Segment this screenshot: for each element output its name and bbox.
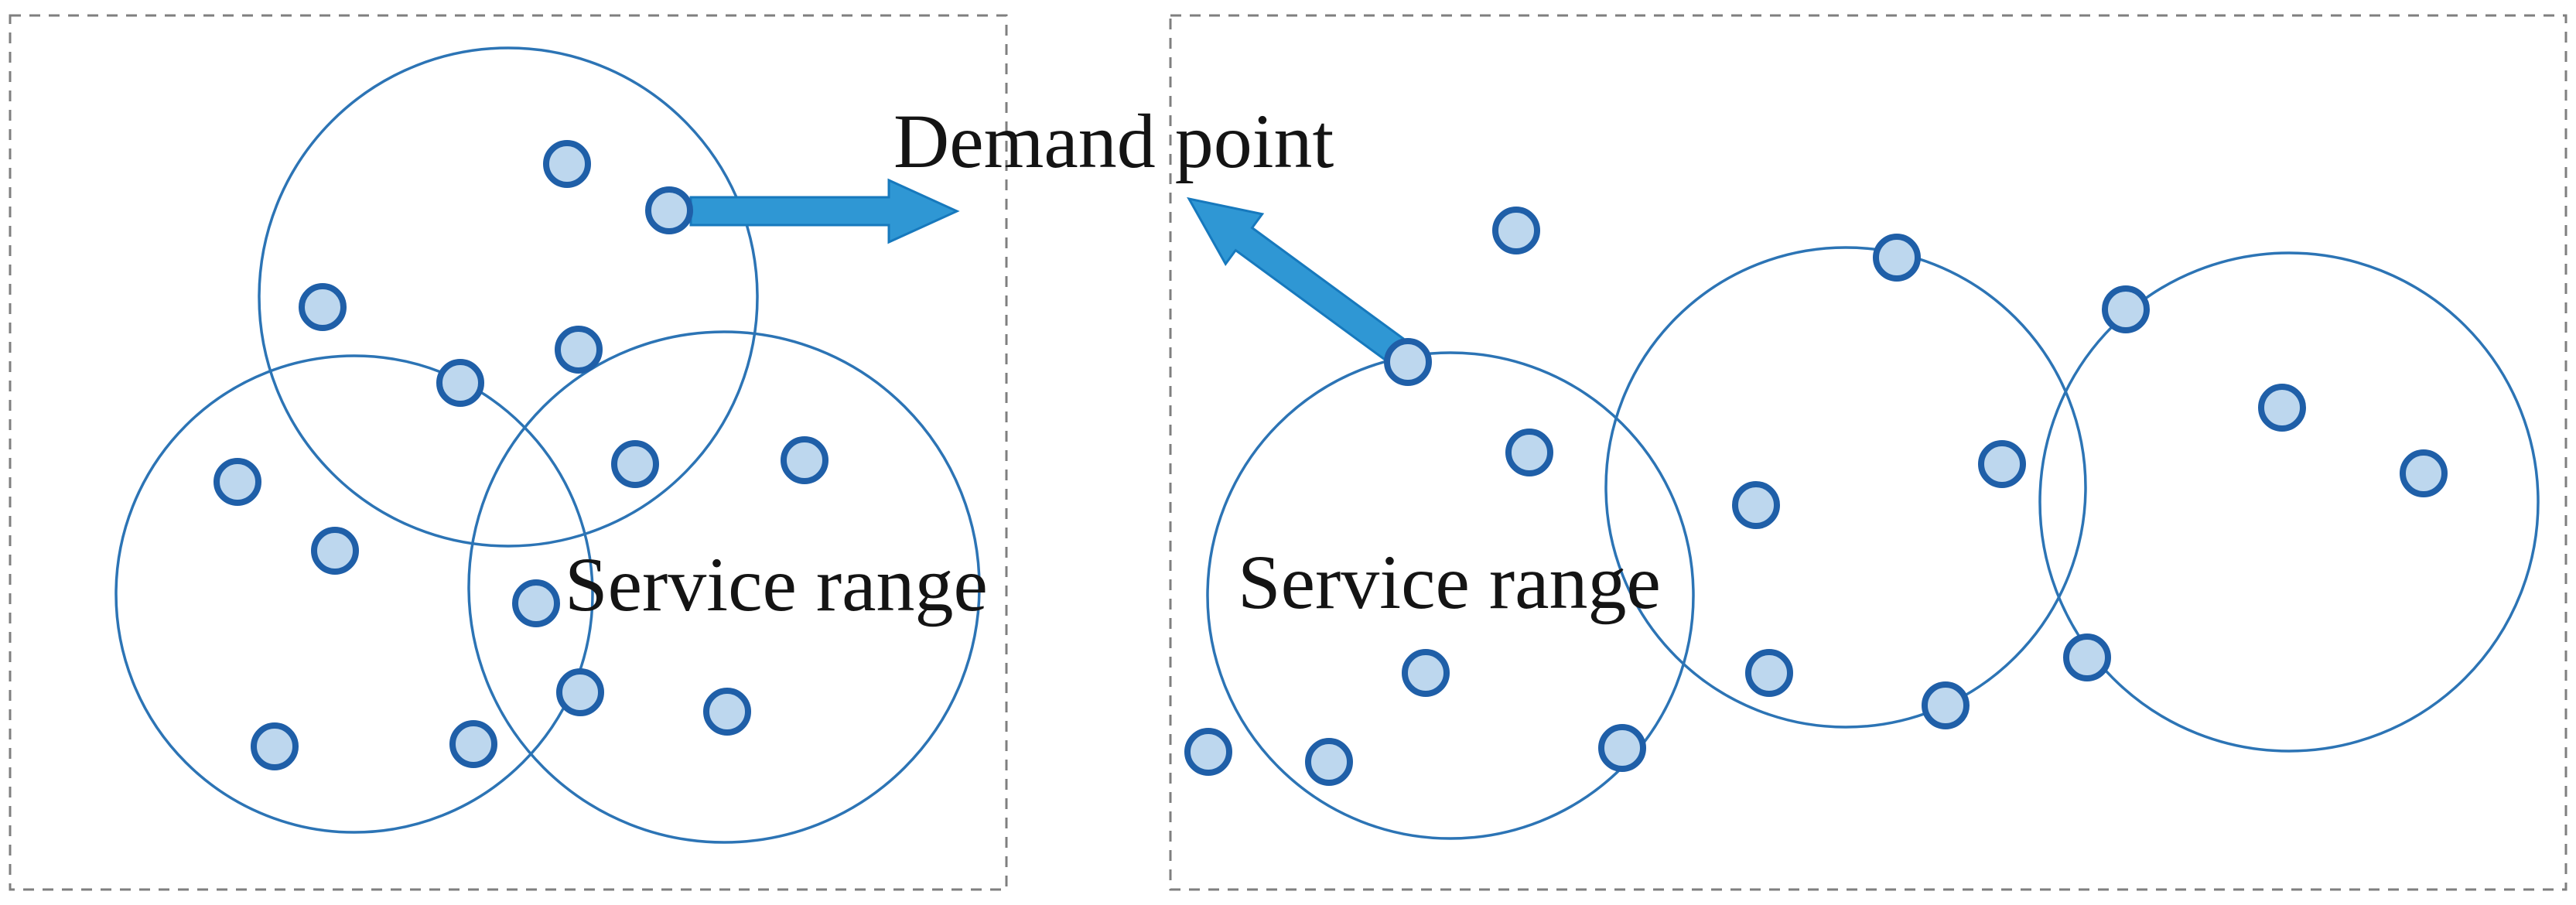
demand-point-dot [1184,728,1232,776]
demand-point-dot [214,458,261,506]
demand-point-dot [436,359,484,407]
demand-point-dot [556,668,604,716]
demand-point-dot [1305,738,1353,786]
demand-point-dot [1492,207,1540,254]
service-range-circle [467,330,981,844]
demand-point-dot [543,140,591,188]
service-range-circle [1604,246,2087,729]
service-range-label-right: Service range [1238,539,1661,625]
service-range-circle [1206,351,1695,840]
demand-point-arrow-left [689,178,960,244]
demand-point-dot [2400,449,2448,497]
demand-point-dot [1505,429,1553,476]
demand-point-dot [555,326,603,374]
demand-point-dot [781,436,828,484]
demand-point-arrow-right [1187,196,1405,363]
demand-point-dot [2258,384,2306,432]
demand-point-label: Demand point [893,98,1334,184]
demand-point-dot [2102,285,2150,333]
demand-point-dot [2063,634,2111,681]
demand-point-dot [645,186,693,234]
demand-point-dot [1732,481,1780,529]
demand-point-dot [449,720,497,768]
demand-point-dot [311,527,359,575]
scenario-after-border [1169,14,2567,891]
demand-point-dot [1745,649,1793,697]
demand-point-dot [1384,338,1432,386]
scenario-before-border [9,14,1008,891]
demand-point-dot [1873,234,1921,282]
demand-point-dot [251,722,299,770]
demand-point-dot [1922,681,1970,729]
service-range-circle [258,46,759,548]
service-range-label-left: Service range [565,541,988,627]
demand-point-dot [512,579,560,627]
service-range-circle [2038,251,2540,753]
service-range-circle [114,354,594,834]
demand-point-dot [299,283,347,331]
demand-point-dot [1402,649,1450,697]
demand-point-dot [611,440,659,488]
demand-point-dot [1598,724,1646,772]
demand-point-dot [703,688,751,736]
demand-point-dot [1978,440,2026,488]
